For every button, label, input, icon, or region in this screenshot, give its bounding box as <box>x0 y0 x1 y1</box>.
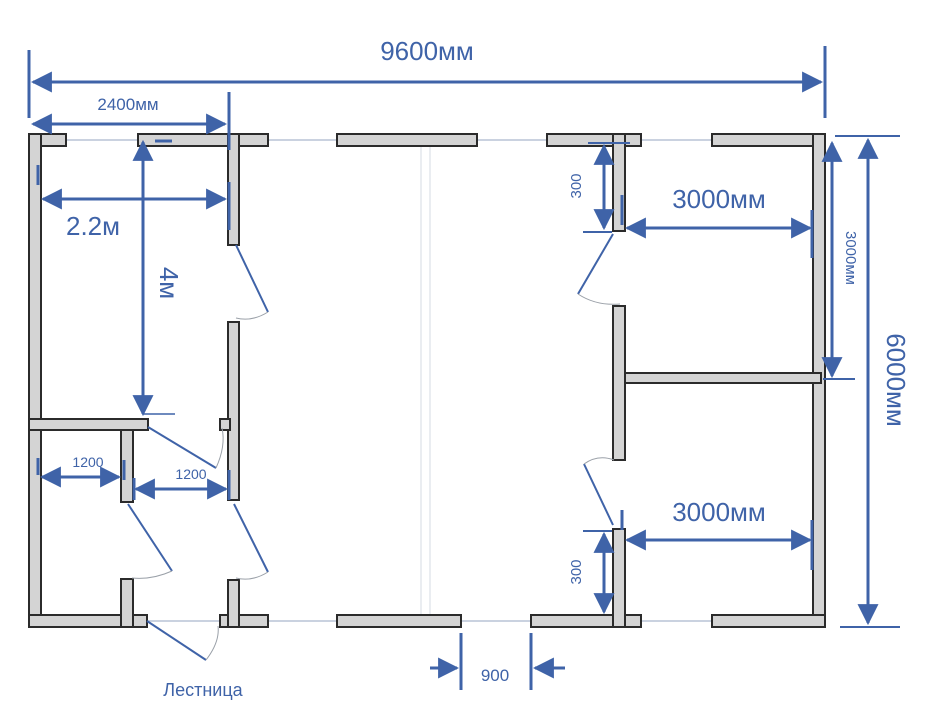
label-room-width: 2.2м <box>66 211 120 241</box>
wall-bottom-5 <box>711 614 826 628</box>
wall-left <box>28 133 42 628</box>
label-left-block-width: 2400мм <box>97 95 158 114</box>
label-room-length: 4м <box>154 267 184 299</box>
label-right-room-bottom-width: 3000мм <box>672 497 766 527</box>
wall-right-horizontal <box>624 372 822 384</box>
wall-top-5 <box>711 133 826 147</box>
window-lines <box>66 139 712 622</box>
door-swings <box>127 233 621 661</box>
dimension-labels: 9600мм 2400мм 2.2м 4м 1200 1200 300 300 … <box>66 36 911 700</box>
wall-wc-partition <box>120 429 134 503</box>
dimension-lines <box>27 46 900 690</box>
wall-top-3 <box>336 133 478 147</box>
wall-top-4 <box>546 133 642 147</box>
wall-bottom-3 <box>336 614 462 628</box>
label-stairs: Лестница <box>163 680 243 700</box>
wall-lower-left-horizontal <box>28 418 149 431</box>
wall-wc-partition-stub <box>120 578 134 628</box>
label-right-room-top-width: 3000мм <box>672 184 766 214</box>
label-right-room-height: 3000мм <box>842 231 859 285</box>
wall-left-partition-lower <box>227 321 240 501</box>
wall-right-partition-mid <box>612 305 626 461</box>
label-wall-offset-bottom: 300 <box>568 559 585 584</box>
label-total-width: 9600мм <box>380 36 474 66</box>
wall-left-partition-stub <box>227 579 240 628</box>
wall-lower-left-knob <box>219 418 231 431</box>
label-wall-offset-top: 300 <box>568 173 585 198</box>
label-total-height: 6000мм <box>881 333 911 427</box>
wall-right-partition-bottom <box>612 528 626 628</box>
label-door-width: 900 <box>481 666 509 685</box>
label-wc-width-a: 1200 <box>72 454 103 470</box>
label-wc-width-b: 1200 <box>175 466 206 482</box>
